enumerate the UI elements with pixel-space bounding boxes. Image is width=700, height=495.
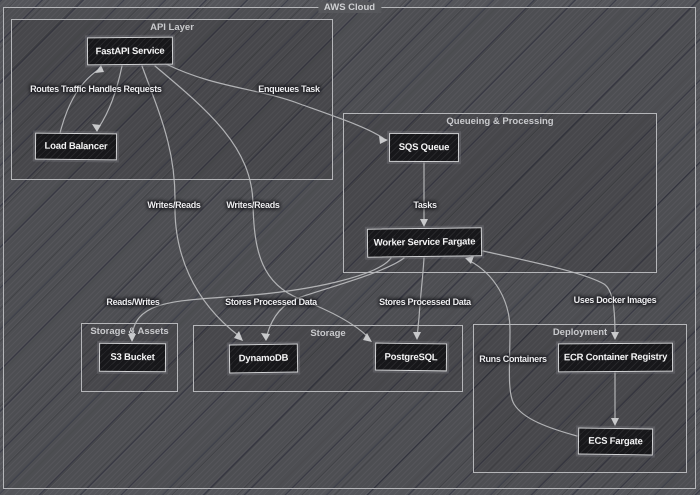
node-worker-service-fargate: Worker Service Fargate [366, 227, 483, 258]
edge-fastapi-to-sqs [165, 63, 384, 139]
api-layer-label: API Layer [150, 22, 194, 33]
queueing-processing-label: Queueing & Processing [446, 116, 554, 127]
storage-label: Storage [310, 328, 346, 339]
arrowhead-into-dynamodb-left [234, 331, 243, 341]
edge-label-enqueues-task: Enqueues Task [258, 84, 320, 94]
arrowhead-into-ecr [611, 332, 619, 340]
edge-fastapi-to-dynamodb [141, 65, 240, 337]
arrowhead-into-ecs [611, 418, 619, 426]
arrowhead-into-fastapi [95, 65, 104, 73]
deployment-label: Deployment [552, 327, 608, 338]
edge-label-routes-traffic: Routes Traffic [30, 84, 86, 94]
storage-assets-label: Storage & Assets [90, 326, 169, 337]
aws-cloud-container: AWS Cloud [3, 2, 696, 489]
arrowhead-into-postgresql-left [363, 333, 372, 342]
edge-worker-to-postgresql [416, 257, 425, 337]
node-load-balancer: Load Balancer [34, 132, 118, 161]
node-s3-bucket: S3 Bucket [98, 342, 167, 373]
arrowhead-into-worker-bottom [465, 256, 474, 264]
edge-label-writes-reads-postgresql: Writes/Reads [226, 200, 280, 210]
arrowhead-into-worker-top [420, 219, 428, 227]
arrowhead-into-s3 [128, 334, 136, 342]
arrowhead-into-sqs [379, 136, 388, 144]
edge-fastapi-to-postgresql [154, 65, 369, 338]
edge-worker-to-dynamodb [266, 257, 405, 336]
edge-label-stores-processed-data-dynamodb: Stores Processed Data [225, 297, 317, 307]
aws-cloud-label: AWS Cloud [317, 2, 382, 13]
node-sqs-queue: SQS Queue [388, 132, 460, 163]
edge-label-writes-reads-dynamodb: Writes/Reads [147, 200, 201, 210]
edge-worker-to-s3 [131, 257, 392, 339]
edge-label-tasks: Tasks [413, 200, 437, 210]
node-postgresql: PostgreSQL [374, 342, 448, 372]
edge-label-uses-docker-images: Uses Docker Images [573, 295, 657, 305]
node-fastapi-service: FastAPI Service [86, 36, 174, 66]
edge-label-handles-requests: Handles Requests [88, 84, 162, 94]
node-ecr-container-registry: ECR Container Registry [557, 342, 674, 373]
edge-label-runs-containers: Runs Containers [479, 354, 547, 364]
arrowhead-into-load-balancer [92, 124, 101, 132]
edge-fastapi-to-load-balancer [98, 65, 123, 128]
arrowhead-into-dynamodb-right [261, 333, 270, 341]
edge-label-reads-writes: Reads/Writes [106, 297, 160, 307]
node-dynamodb: DynamoDB [228, 343, 299, 374]
edge-load-balancer-to-fastapi [59, 69, 99, 134]
edge-label-stores-processed-data-postgresql: Stores Processed Data [379, 297, 471, 307]
edge-ecs-to-worker [469, 260, 578, 437]
node-ecs-fargate: ECS Fargate [577, 427, 654, 456]
arrowhead-into-postgresql-right [413, 332, 421, 340]
edge-worker-to-ecr [482, 250, 616, 337]
